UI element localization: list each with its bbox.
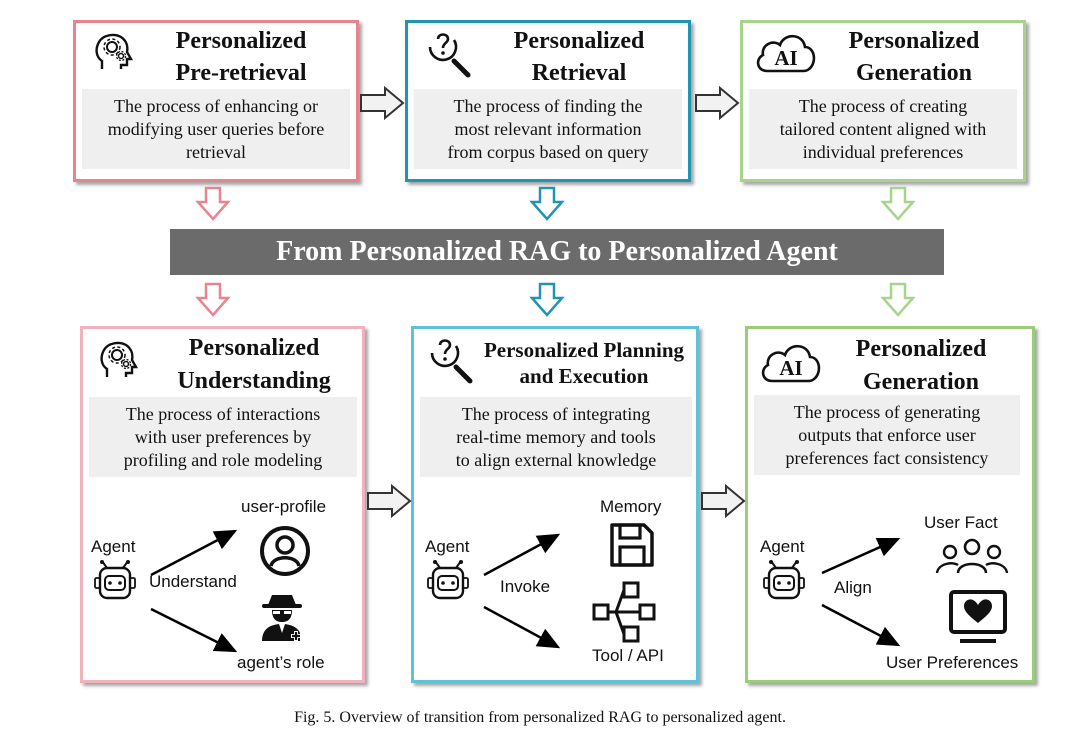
target-bottom-label: User Preferences	[886, 653, 1019, 672]
user-profile-icon	[260, 526, 310, 576]
svg-text:AI: AI	[774, 46, 797, 70]
transition-banner: From Personalized RAG to Personalized Ag…	[170, 229, 944, 275]
generation-card-bottom: AI Personalized Generation The process o…	[745, 326, 1035, 683]
robot-icon	[763, 560, 805, 600]
agent-label: Agent	[425, 537, 470, 556]
card-title-line1: Personalized	[848, 28, 980, 54]
relation-arrows	[150, 529, 238, 653]
target-bottom-label: agent’s role	[237, 653, 325, 672]
relation-verb: Understand	[149, 572, 237, 591]
ai-cloud-icon: AI	[761, 344, 821, 383]
relation-arrows	[483, 533, 561, 649]
retrieval-card: Personalized Retrieval The process of fi…	[405, 20, 691, 182]
generation-card-top: AI Personalized Generation The process o…	[740, 20, 1026, 182]
robot-icon	[94, 560, 136, 600]
user-group-icon	[935, 538, 1009, 574]
floppy-disk-icon	[610, 523, 654, 567]
card-title-line1: Personalized	[855, 336, 987, 362]
ai-cloud-icon: AI	[756, 34, 816, 73]
heart-monitor-icon	[949, 590, 1007, 643]
target-top-label: Memory	[600, 497, 662, 516]
flow-arrow-down-green	[880, 186, 916, 221]
flow-arrow-down-teal	[529, 282, 565, 317]
card-title-line2: and Execution	[519, 364, 649, 388]
card-title-line2: Generation	[863, 369, 979, 395]
flow-arrow-right	[367, 484, 412, 518]
agent-label: Agent	[760, 537, 805, 556]
relation-verb: Invoke	[500, 577, 551, 596]
relation-verb: Align	[834, 578, 872, 597]
agent-label: Agent	[91, 537, 136, 556]
card-title-line1: Personalized	[175, 28, 307, 54]
flow-arrow-down-teal	[529, 186, 565, 221]
flow-arrow-right	[360, 86, 405, 120]
spy-agent-icon	[262, 595, 302, 641]
flow-arrow-down-pink	[195, 282, 231, 317]
flow-arrow-right	[701, 484, 746, 518]
target-bottom-label: Tool / API	[592, 646, 664, 665]
pre-retrieval-card: Personalized Pre-retrieval The process o…	[73, 20, 359, 182]
card-title-line1: Personalized	[513, 28, 645, 54]
robot-icon	[427, 560, 469, 600]
target-top-label: User Fact	[924, 513, 998, 532]
understanding-card: Personalized Understanding The process o…	[80, 326, 365, 683]
head-gear-icon	[95, 33, 134, 69]
search-question-icon	[430, 339, 473, 384]
planning-execution-card: Personalized Planning and Execution The …	[411, 326, 699, 683]
figure-caption: Fig. 5. Overview of transition from pers…	[294, 709, 786, 726]
card-title-line2: Retrieval	[531, 60, 627, 86]
head-gear-icon	[100, 341, 139, 377]
target-top-label: user-profile	[241, 497, 327, 516]
flow-arrow-right	[695, 86, 740, 120]
flow-arrow-down-green	[880, 282, 916, 317]
card-title-line2: Pre-retrieval	[175, 60, 307, 86]
flow-arrow-down-pink	[195, 186, 231, 221]
card-title-line1: Personalized	[188, 335, 320, 361]
relation-arrows	[821, 537, 901, 647]
card-title-line2: Generation	[856, 60, 972, 86]
search-question-icon	[428, 33, 471, 78]
card-title-line1: Personalized Planning	[483, 338, 685, 362]
flowchart-icon	[592, 581, 656, 643]
card-title-line2: Understanding	[177, 368, 331, 394]
svg-text:AI: AI	[779, 356, 802, 380]
